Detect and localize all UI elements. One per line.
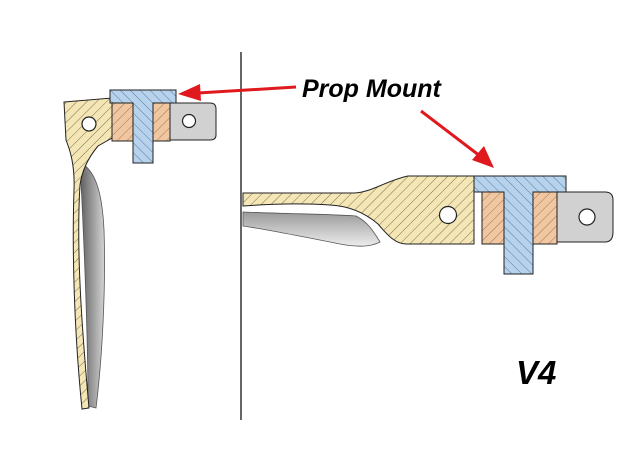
version-label: V4 (516, 354, 557, 391)
callout-arrow-left (178, 84, 297, 101)
left-pivot-hole (81, 116, 97, 132)
right-bracket-hole (578, 208, 596, 226)
right-insert-b (532, 191, 558, 245)
left-blade-section (63, 97, 113, 410)
right-pivot-hole (438, 205, 458, 225)
left-blade-shadow (79, 161, 105, 409)
left-prop-mount-section (109, 89, 177, 164)
red-arrow-icon (472, 146, 494, 168)
right-insert-a (481, 191, 505, 245)
red-arrow-icon (178, 84, 201, 101)
callout-arrow-right (420, 109, 494, 168)
right-blade-section (242, 175, 475, 245)
right-prop-mount-section (473, 175, 567, 275)
left-view (63, 89, 217, 410)
right-blade-shadow (242, 211, 381, 247)
left-insert-b (152, 102, 171, 142)
left-bracket-hole (181, 113, 197, 129)
right-view (242, 175, 614, 275)
left-insert-a (111, 102, 134, 142)
prop-mount-label: Prop Mount (302, 75, 441, 103)
